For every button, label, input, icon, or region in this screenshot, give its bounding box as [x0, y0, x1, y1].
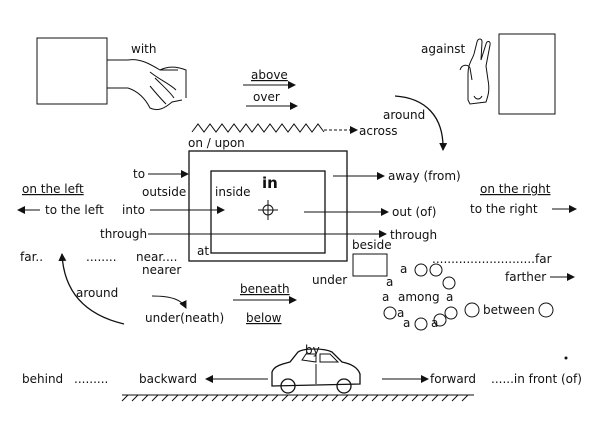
below-label: below	[246, 311, 282, 325]
beside-label: beside	[352, 238, 392, 252]
among-a-4: a	[446, 290, 453, 304]
around-top-label: around	[383, 108, 425, 122]
among-a-6: a	[403, 316, 410, 330]
across-zigzag	[191, 123, 325, 133]
handshake-icon	[107, 59, 187, 111]
into-label: into	[122, 203, 145, 217]
among-a-1: a	[400, 262, 407, 276]
far-left-label: far..	[20, 250, 43, 264]
against-box	[498, 33, 556, 115]
between-label: between	[483, 303, 535, 317]
through-left-label: through	[100, 227, 147, 241]
in-front-of-label: ......in front (of)	[491, 372, 582, 386]
to-the-right-label: to the right	[470, 202, 538, 216]
on-the-left-label: on the left	[22, 182, 84, 196]
among-a-5: a	[397, 306, 404, 320]
in-label: in	[262, 174, 278, 192]
backward-label: backward	[139, 372, 197, 386]
with-box	[36, 37, 108, 105]
car-icon	[271, 348, 361, 394]
above-label: above	[251, 68, 288, 82]
to-the-left-label: to the left	[45, 203, 104, 217]
among-label: among	[398, 290, 440, 304]
inside-label: inside	[215, 185, 251, 199]
around-left-label: around	[76, 286, 118, 300]
far-right-label: ...........................far	[432, 252, 552, 266]
against-label: against	[421, 42, 466, 56]
between-circle-right	[538, 302, 554, 318]
target-crosshair-icon	[258, 200, 278, 220]
behind-dots: .........	[74, 372, 108, 386]
nearer-label: nearer	[142, 263, 181, 277]
behind-label: behind	[22, 372, 63, 386]
forward-label: forward	[430, 372, 476, 386]
around-top-arrow	[394, 95, 448, 151]
over-label: over	[253, 90, 280, 104]
under-label: under	[312, 273, 347, 287]
farther-label: farther	[505, 270, 546, 284]
to-label: to	[133, 167, 145, 181]
beside-box	[352, 253, 388, 277]
outer-box	[188, 150, 348, 262]
under-neath-arrow	[151, 295, 187, 309]
on-the-right-label: on the right	[480, 182, 551, 196]
with-label: with	[131, 42, 156, 56]
ground-line	[121, 394, 474, 402]
among-a-2: a	[386, 275, 393, 289]
stray-dot	[564, 356, 568, 360]
under-neath-label: under(neath)	[145, 311, 224, 325]
around-left-arrow	[58, 253, 125, 325]
by-label: by	[305, 343, 320, 357]
outside-label: outside	[142, 185, 186, 199]
beneath-label: beneath	[240, 282, 290, 296]
on-upon-label: on / upon	[188, 136, 245, 150]
among-a-3: a	[382, 290, 389, 304]
dots-left: ........	[86, 250, 117, 264]
raised-hand-icon	[459, 38, 491, 105]
away-from-label: away (from)	[388, 169, 461, 183]
between-circle-left	[464, 302, 480, 318]
near-label: near....	[136, 250, 177, 264]
among-group: a a a among a a a a	[382, 262, 458, 331]
through-right-label: through	[390, 228, 437, 242]
across-label: across	[359, 124, 397, 138]
out-of-label: out (of)	[392, 205, 436, 219]
at-label: at	[197, 244, 209, 258]
